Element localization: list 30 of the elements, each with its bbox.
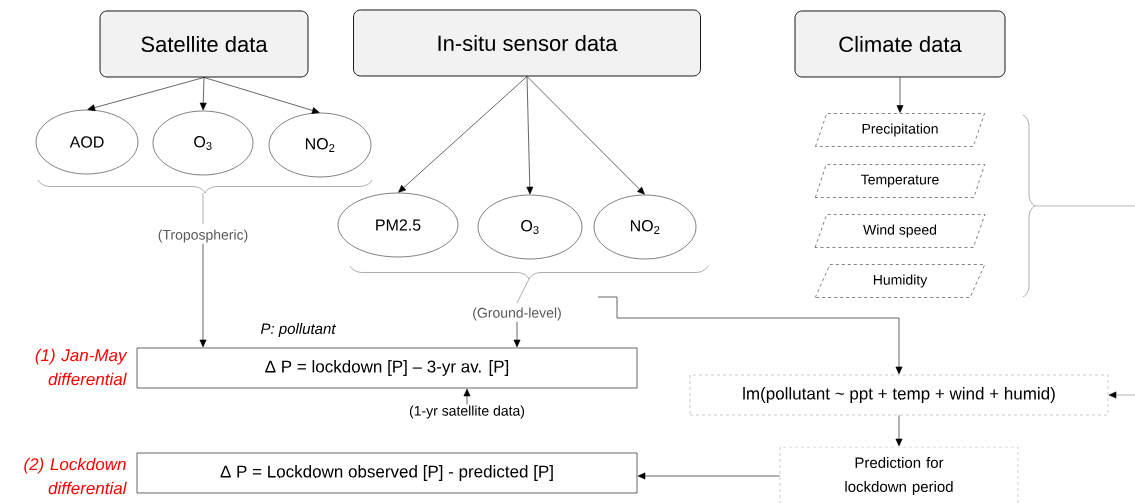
arrow: [513, 321, 521, 348]
arrow: [895, 415, 903, 447]
formula-box: Δ P = lockdown [P] – 3-yr av. [P]: [136, 347, 638, 389]
variable-parallelogram: Temperature: [815, 164, 985, 198]
arrow: [526, 76, 534, 195]
source-box: Satellite data: [99, 10, 309, 78]
prediction-box: Prediction for lockdown period: [779, 446, 1019, 503]
step-label: (1) Jan-May differential: [35, 348, 128, 386]
variable-parallelogram: Wind speed: [814, 214, 986, 248]
arrow: [87, 77, 205, 111]
arrow: [463, 388, 471, 405]
arrow: [199, 243, 207, 348]
formula-box: Δ P = Lockdown observed [P] - predicted [P]: [136, 452, 638, 494]
model-box: lm(pollutant ~ ppt + temp + wind + humid): [689, 374, 1109, 416]
arrow: [896, 77, 904, 113]
arrow: [203, 77, 320, 114]
variable-parallelogram: Humidity: [815, 264, 985, 298]
arrow: [597, 296, 903, 375]
step-label: (2) Lockdown differential: [24, 457, 127, 495]
arrow: [199, 77, 207, 111]
legend-text: P: pollutant: [260, 323, 337, 337]
source-box: In-situ sensor data: [353, 9, 701, 77]
arrow: [526, 76, 645, 195]
note-text: (1-yr satellite data): [409, 405, 525, 419]
note-text: (Ground-level): [473, 307, 561, 321]
arrow: [398, 76, 528, 193]
source-box: Climate data: [794, 10, 1006, 78]
arrow: [637, 472, 780, 480]
note-text: (Tropospheric): [158, 229, 248, 243]
variable-parallelogram: Precipitation: [815, 113, 985, 147]
